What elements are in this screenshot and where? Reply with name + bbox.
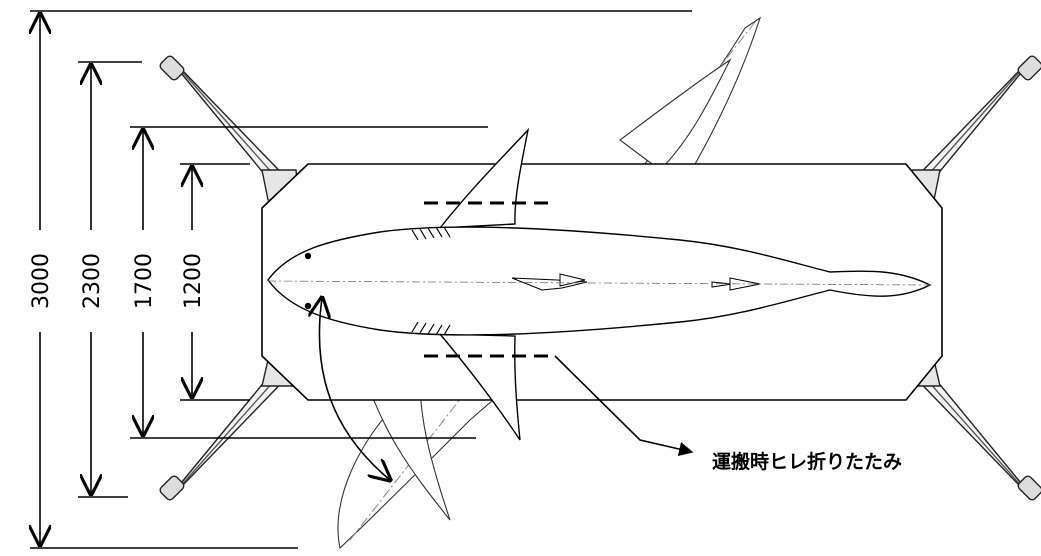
dorsal-fin-top [438, 127, 530, 229]
dim-label-2300: 2300 [80, 253, 105, 309]
annotation-leader [554, 355, 694, 457]
dorsal-fin-bottom [438, 333, 521, 441]
dim-label-1200: 1200 [181, 253, 206, 309]
eye-top [304, 252, 312, 260]
annotation-text: 運搬時ヒレ折りたたみ [712, 450, 902, 473]
dim-label-1700: 1700 [132, 253, 157, 309]
arm-bottom-left [159, 351, 301, 501]
arm-top-left [159, 55, 301, 211]
dimensions [30, 10, 692, 549]
shark-top-view [267, 127, 932, 441]
gills-bottom [411, 321, 451, 336]
gills-top [411, 226, 451, 241]
dim-label-3000: 3000 [29, 253, 54, 309]
eye-bottom [304, 302, 312, 310]
fold-rotation-arrow [319, 298, 390, 480]
